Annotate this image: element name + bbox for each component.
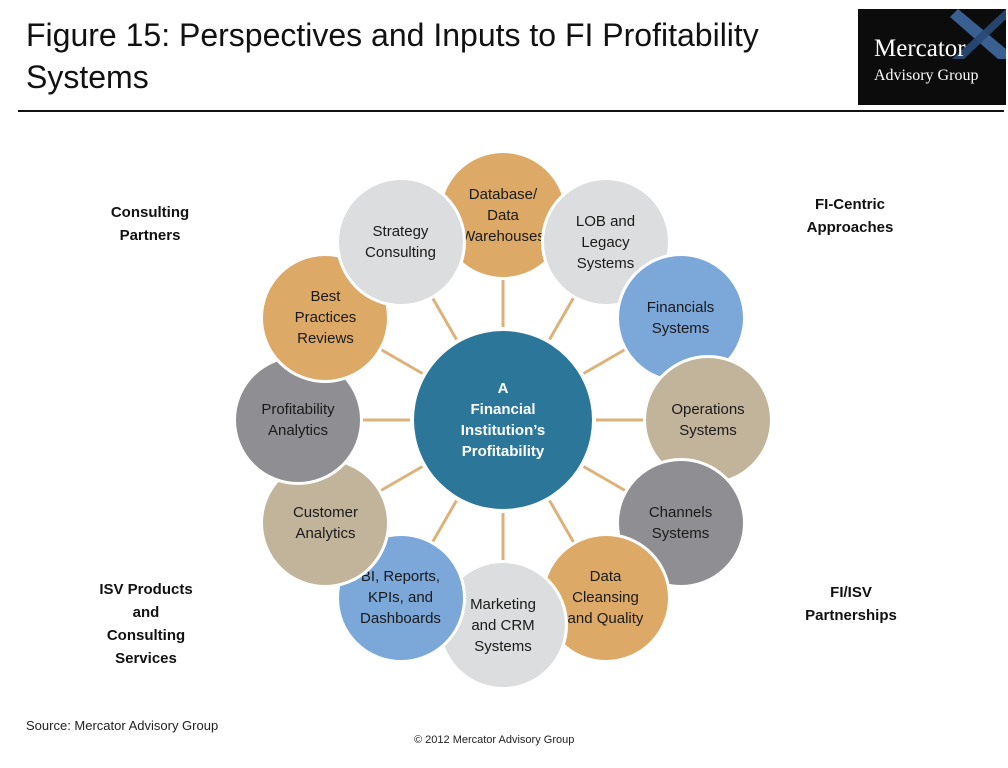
node-label: BI, Reports, KPIs, and Dashboards: [360, 568, 441, 628]
spoke-line: [582, 347, 627, 375]
title-divider: [18, 110, 1004, 112]
corner-label-fi-centric: FI-Centric Approaches: [806, 196, 894, 236]
node-label: Operations Systems: [671, 401, 745, 439]
mercator-logo: Mercator Advisory Group: [858, 9, 1006, 105]
node-label: Channels Systems: [648, 503, 713, 542]
node-label: Strategy Consulting: [365, 223, 436, 262]
node-label: Marketing and CRM Systems: [470, 595, 536, 655]
node-label: Data Cleansing and Quality: [567, 568, 644, 628]
node-label: Customer Analytics: [292, 503, 358, 542]
page-title: Figure 15: Perspectives and Inputs to FI…: [26, 17, 759, 95]
node-label: LOB and Legacy Systems: [575, 212, 636, 272]
spoke-line: [379, 347, 424, 375]
node-label: Database/ Data Warehouses: [461, 185, 545, 245]
spoke-line: [582, 465, 627, 493]
corner-label-isv-products: ISV Products and Consulting Services: [99, 581, 193, 667]
hub-label: A Financial Institution’s Profitability: [460, 380, 546, 460]
node-strategy-consulting: Strategy Consulting: [335, 177, 466, 308]
spoke-line: [548, 499, 576, 544]
logo-x-icon: [950, 9, 1006, 59]
corner-label-fi-isv: FI/ISV Partnerships: [805, 584, 897, 624]
logo-line1: Mercator: [874, 35, 966, 62]
source-note: Source: Mercator Advisory Group: [26, 718, 219, 733]
logo-line2: Advisory Group: [874, 67, 979, 84]
node-label: Profitability Analytics: [261, 401, 335, 439]
corner-label-consulting-partners: Consulting Partners: [110, 204, 190, 244]
spoke-line: [379, 465, 424, 493]
node-label: Financials Systems: [646, 298, 715, 337]
copyright-note: © 2012 Mercator Advisory Group: [414, 734, 575, 746]
spoke-line: [430, 296, 458, 341]
spoke-line: [430, 499, 458, 544]
hub-circle: A Financial Institution’s Profitability: [414, 331, 592, 509]
spoke-line: [548, 296, 576, 341]
node-label: Best Practices Reviews: [294, 288, 357, 347]
